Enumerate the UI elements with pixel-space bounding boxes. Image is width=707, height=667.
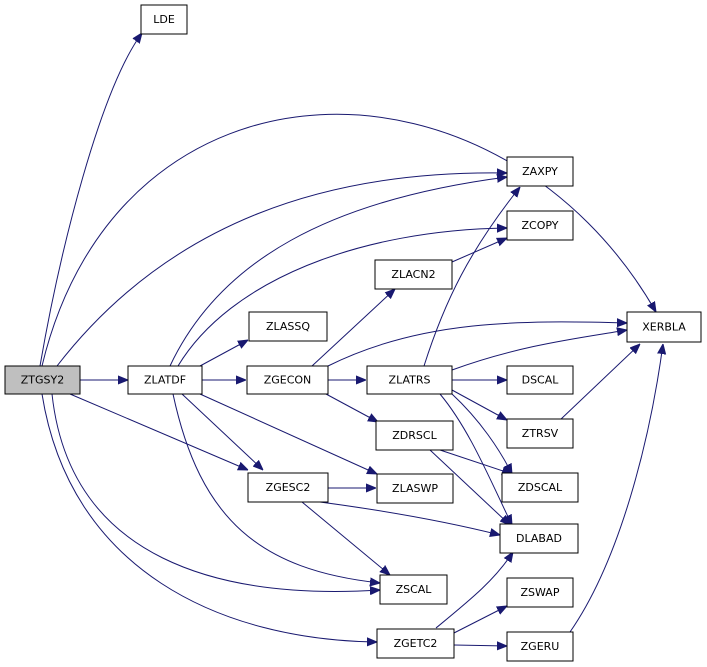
node-zlatdf[interactable]: ZLATDF — [127, 365, 203, 395]
node-zscal[interactable]: ZSCAL — [379, 574, 448, 605]
node-label-zgecon: ZGECON — [264, 374, 312, 387]
node-dscal[interactable]: DSCAL — [506, 365, 574, 395]
node-label-zlacn2: ZLACN2 — [391, 268, 435, 281]
edge-zlatdf-zaxpy — [169, 177, 507, 367]
node-label-zgeru: ZGERU — [521, 640, 560, 653]
edge-ztgsy2-zgesc2 — [69, 393, 248, 470]
edge-zlatrs-zaxpy — [423, 187, 520, 367]
node-label-lde: LDE — [153, 13, 175, 26]
edge-ztgsy2-xerbla — [41, 113, 656, 367]
edge-zdrscl-dlabad — [429, 449, 510, 525]
node-zaxpy[interactable]: ZAXPY — [506, 156, 574, 187]
edge-zlatrs-xerbla — [451, 330, 627, 371]
edge-zlacn2-zcopy — [451, 238, 507, 263]
edge-zgetc2-dlabad — [435, 552, 513, 629]
node-zlaswp[interactable]: ZLASWP — [376, 473, 454, 504]
edge-zgeru-xerbla — [569, 344, 663, 633]
node-zdrscl[interactable]: ZDRSCL — [375, 420, 454, 451]
node-label-zswap: ZSWAP — [521, 586, 560, 599]
edge-zgesc2-dlabad — [319, 501, 500, 535]
node-label-ztrsv: ZTRSV — [522, 427, 559, 440]
edge-ztgsy2-lde — [39, 33, 142, 367]
edge-zlatrs-zdscal — [451, 393, 512, 474]
edge-zdrscl-zdscal — [439, 449, 512, 474]
node-ztgsy2[interactable]: ZTGSY2 — [4, 365, 81, 395]
node-zgeru[interactable]: ZGERU — [506, 631, 574, 662]
edge-zlatrs-dlabad — [439, 393, 512, 525]
node-label-zaxpy: ZAXPY — [522, 165, 558, 178]
node-label-zlaswp: ZLASWP — [392, 482, 438, 495]
edge-zlatdf-zgesc2 — [181, 393, 263, 470]
nodes: LDE ZTGSY2 ZLATDF ZAXPY ZCOPY ZLACN2 ZLA… — [4, 4, 702, 662]
node-label-zgesc2: ZGESC2 — [266, 481, 311, 494]
node-zcopy[interactable]: ZCOPY — [506, 210, 574, 241]
edge-zlatdf-zlaswp — [199, 393, 377, 474]
edge-zlatrs-ztrsv — [451, 389, 507, 420]
node-label-dlabad: DLABAD — [516, 532, 562, 545]
node-xerbla[interactable]: XERBLA — [626, 311, 702, 343]
edges — [39, 33, 663, 646]
node-zgesc2[interactable]: ZGESC2 — [247, 472, 329, 503]
node-label-zdrscl: ZDRSCL — [392, 429, 437, 442]
node-zlacn2[interactable]: ZLACN2 — [374, 259, 453, 290]
edge-zlatdf-zscal — [172, 393, 380, 583]
node-label-zlassq: ZLASSQ — [266, 320, 310, 333]
edge-zgecon-zlacn2 — [311, 289, 395, 367]
edge-zlatdf-zcopy — [177, 228, 507, 367]
edge-ztrsv-xerbla — [559, 344, 640, 421]
node-zswap[interactable]: ZSWAP — [506, 577, 574, 608]
edge-zgetc2-zswap — [451, 606, 507, 635]
node-dlabad[interactable]: DLABAD — [499, 523, 579, 554]
edge-zgetc2-zgeru — [453, 645, 507, 646]
node-label-zlatdf: ZLATDF — [144, 374, 186, 387]
node-zlatrs[interactable]: ZLATRS — [366, 365, 453, 395]
edge-ztgsy2-zscal — [51, 393, 380, 591]
node-label-zdscal: ZDSCAL — [518, 481, 563, 494]
node-zdscal[interactable]: ZDSCAL — [501, 472, 579, 503]
node-zgecon[interactable]: ZGECON — [246, 365, 329, 395]
node-label-ztgsy2: ZTGSY2 — [21, 374, 64, 387]
edge-zgecon-zdrscl — [325, 393, 378, 422]
edge-zgecon-xerbla — [327, 322, 627, 367]
node-label-zcopy: ZCOPY — [522, 219, 559, 232]
node-label-zscal: ZSCAL — [396, 583, 433, 596]
node-lde[interactable]: LDE — [140, 4, 188, 35]
node-zgetc2[interactable]: ZGETC2 — [376, 628, 455, 659]
node-label-xerbla: XERBLA — [642, 321, 686, 334]
node-label-dscal: DSCAL — [522, 374, 560, 387]
node-label-zlatrs: ZLATRS — [389, 374, 431, 387]
edge-zgesc2-zscal — [301, 501, 390, 575]
node-zlassq[interactable]: ZLASSQ — [248, 311, 328, 342]
edge-ztgsy2-zgetc2 — [41, 393, 377, 642]
edge-ztgsy2-zaxpy — [56, 173, 507, 367]
node-ztrsv[interactable]: ZTRSV — [506, 418, 574, 449]
edge-zlatdf-zlassq — [199, 340, 248, 367]
node-label-zgetc2: ZGETC2 — [394, 637, 438, 650]
